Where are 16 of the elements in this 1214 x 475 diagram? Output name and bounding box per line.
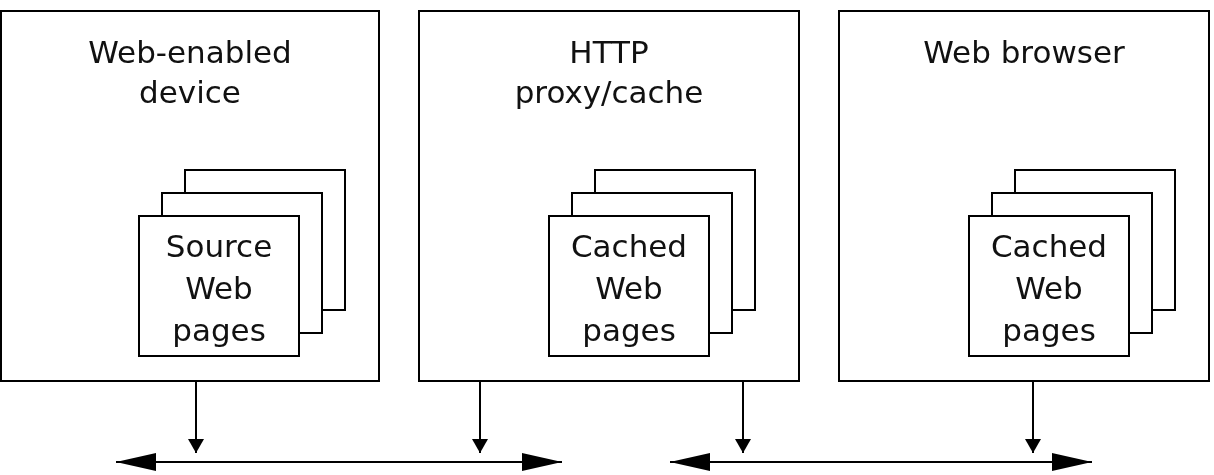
device-box — [418, 10, 800, 382]
box-title: Web browser — [922, 33, 1126, 72]
page-stack — [548, 169, 756, 357]
box-title: HTTP proxy/cache — [513, 33, 705, 112]
page-label: Cached Web pages — [569, 227, 689, 350]
arrow — [188, 381, 204, 454]
device-box — [838, 10, 1210, 382]
arrow — [1025, 381, 1041, 454]
device-box — [0, 10, 380, 382]
box-title: Web-enabled device — [87, 33, 293, 112]
page-stack — [968, 169, 1176, 357]
arrow — [472, 381, 488, 454]
page-label: Cached Web pages — [989, 227, 1109, 350]
page-stack — [138, 169, 346, 357]
page-label: Source Web pages — [164, 227, 274, 350]
arrow — [735, 381, 751, 454]
